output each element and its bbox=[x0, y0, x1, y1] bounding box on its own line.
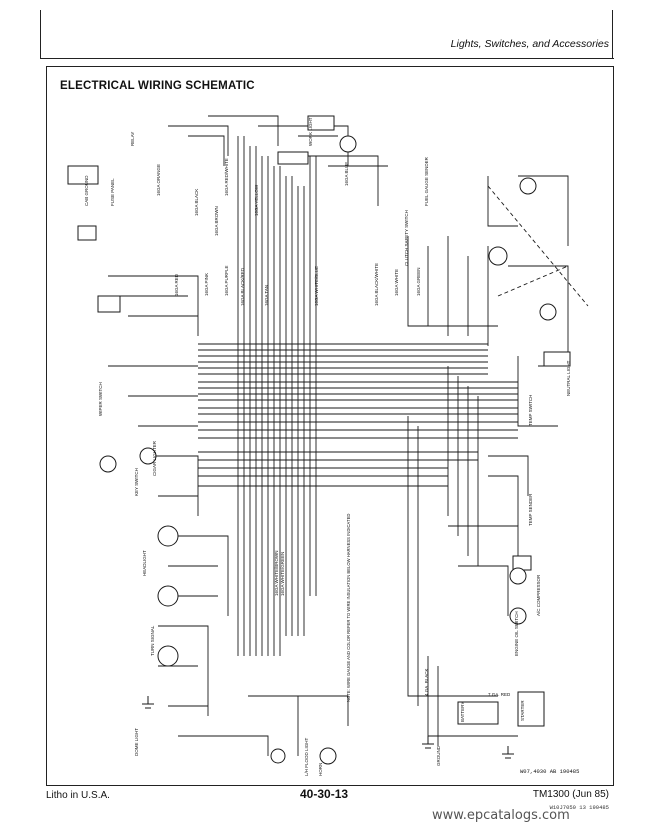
component-label: FUEL GAUGE SENDER bbox=[424, 156, 429, 206]
wire-label: 16GA PINK bbox=[204, 273, 209, 296]
header-frame-left bbox=[40, 10, 41, 58]
header-rule bbox=[40, 58, 614, 59]
component-label: DOME LIGHT bbox=[134, 728, 139, 756]
wire-label: 16GA ORANGE bbox=[156, 164, 161, 196]
component-label: WORK LIGHT bbox=[308, 117, 313, 146]
component-label: 4 GA. BLACK bbox=[424, 668, 429, 696]
schematic-labels: 16GA BLUE 16GA YELLOW 16GA BLACK 16GA BR… bbox=[84, 117, 571, 776]
component-label: CIGAR LIGHTER bbox=[152, 440, 157, 476]
wire-label: 16GA BLACK bbox=[194, 189, 199, 216]
component-label: TEMP SENDER bbox=[528, 493, 533, 526]
page-number: 40-30-13 bbox=[300, 787, 349, 801]
wire-label: 16GA RED/WHITE bbox=[224, 158, 229, 196]
schematic-frame bbox=[46, 66, 614, 786]
component-label: RELAY bbox=[130, 132, 135, 146]
figure-id: W07,4030 AB 190485 bbox=[520, 768, 580, 775]
wire-label: 16GA WHITE/GREEN bbox=[280, 552, 285, 596]
component-label: STARTER bbox=[520, 700, 525, 721]
component-label: GROUND bbox=[436, 745, 441, 766]
component-label: HEADLIGHT bbox=[142, 550, 147, 576]
component-label: BATTERY bbox=[460, 702, 465, 722]
component-label: KEY SWITCH bbox=[134, 468, 139, 496]
wire-label: 16GA BLUE bbox=[344, 162, 349, 186]
header-frame-right bbox=[612, 10, 613, 58]
component-label: NEUTRAL LIGHT bbox=[566, 360, 571, 396]
wire-label: 16GA YELLOW bbox=[254, 184, 259, 216]
wire-label: 16GA BLACK/WHITE bbox=[374, 263, 379, 306]
wire-label: 16GA WHITE/BROWN bbox=[274, 550, 279, 596]
footer-code: W10J7050 13 190485 bbox=[549, 804, 609, 811]
component-label: HORN bbox=[318, 763, 323, 776]
component-label: CAB GROUND bbox=[84, 175, 89, 206]
component-label: TURN SIGNAL bbox=[150, 625, 155, 656]
wire-label: 16GA WHITE/BLUE bbox=[314, 266, 319, 306]
wire-label: 16GA GREEN bbox=[416, 267, 421, 296]
component-label: 7 GA. RED bbox=[488, 692, 511, 697]
wire-label: 16GA RED bbox=[174, 273, 179, 296]
component-label: L/H FLOOD LIGHT bbox=[304, 737, 309, 776]
manual-id: TM1300 (Jun 85) bbox=[532, 789, 609, 800]
wire-label: 16GA PURPLE bbox=[224, 265, 229, 296]
wire-label: 16GA TAN bbox=[264, 285, 269, 306]
schematic-note: NOTE: WIRE GAUGE AND COLOR REFER TO WIRE… bbox=[346, 514, 351, 702]
figure-title: ELECTRICAL WIRING SCHEMATIC bbox=[60, 80, 255, 92]
watermark-url: www.epcatalogs.com bbox=[432, 808, 570, 823]
component-label: A/C COMPRESSOR bbox=[536, 574, 541, 616]
component-label: FUSE PANEL bbox=[110, 178, 115, 206]
wire-label: 16GA BROWN bbox=[214, 206, 219, 236]
section-title: Lights, Switches, and Accessories bbox=[450, 38, 609, 50]
component-label: TEMP SWITCH bbox=[528, 395, 533, 426]
component-label: WIPER SWITCH bbox=[98, 382, 103, 416]
wire-label: 16GA BLACK/RED bbox=[240, 267, 245, 306]
wire-label: 16GA WHITE bbox=[394, 269, 399, 296]
component-label: ENGINE OIL SWITCH bbox=[514, 611, 519, 656]
litho-note: Litho in U.S.A. bbox=[46, 790, 110, 801]
wiring-schematic-diagram bbox=[67, 115, 589, 765]
component-label: CLUTCH SAFETY SWITCH bbox=[404, 210, 409, 266]
